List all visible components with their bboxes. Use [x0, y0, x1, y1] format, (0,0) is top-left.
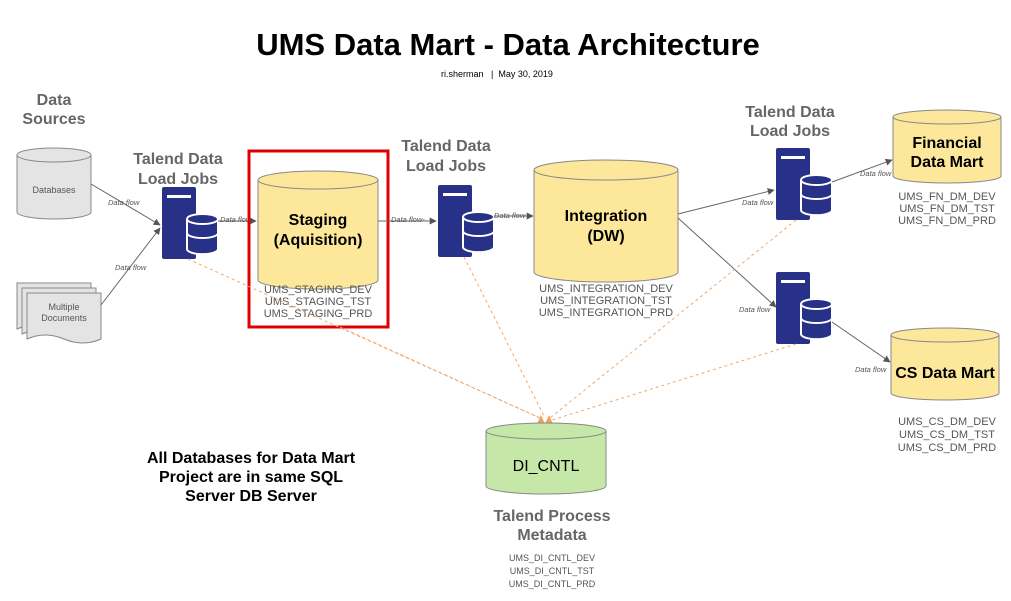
metadata-link-staging [339, 326, 541, 419]
staging-highlight-box [247, 149, 390, 329]
jobs3-heading-line2: Load Jobs [750, 123, 830, 140]
financial-label-line1: Financial [912, 135, 981, 152]
databases-source-icon [16, 147, 92, 220]
integration-database [533, 159, 679, 283]
flow-label-cs: Data flow [855, 365, 887, 374]
documents-source-icon [16, 282, 102, 344]
financial-db-name: UMS_FN_DM_PRD [898, 215, 996, 227]
financial-data-mart-database [892, 109, 1002, 184]
di-cntl-db-name: UMS_DI_CNTL_TST [510, 566, 595, 576]
staging-label-line1: Staging [289, 212, 348, 229]
flow-integration-to-cs-jobs [677, 217, 777, 308]
di-cntl-database [485, 422, 607, 495]
di-cntl-db-name: UMS_DI_CNTL_PRD [509, 579, 596, 589]
page-subtitle: ri.sherman | May 30, 2019 [441, 69, 553, 79]
metadata-link-jobs1 [187, 258, 541, 419]
jobs2-heading-line2: Load Jobs [406, 158, 486, 175]
flow-jobs-to-financial [831, 158, 893, 183]
flow-integration-to-financial-jobs [677, 188, 775, 215]
flow-label-staging: Data flow- [391, 215, 425, 224]
financial-db-name: UMS_FN_DM_TST [899, 203, 995, 215]
cs-db-name: UMS_CS_DM_TST [899, 429, 995, 441]
metadata-heading-line1: Talend Process [493, 508, 610, 525]
flow-label-financial: Data flow [860, 169, 892, 178]
page-title: UMS Data Mart - Data Architecture [256, 27, 760, 62]
di-cntl-label: DI_CNTL [513, 458, 580, 475]
documents-source-label-line1: Multiple [48, 302, 79, 312]
flow-databases-to-jobs1 [90, 183, 161, 226]
flow-label-databases: Data flow [108, 198, 140, 207]
jobs2-server-icon [438, 185, 494, 257]
sources-heading-line1: Data [37, 92, 72, 109]
metadata-link-jobs2 [463, 256, 546, 419]
financial-db-name: UMS_FN_DM_DEV [898, 191, 996, 203]
integration-db-name: UMS_INTEGRATION_PRD [539, 307, 673, 319]
flow-label-jobs1: Data flow [220, 215, 252, 224]
flow-label-integration-lower: Data flow [739, 305, 771, 314]
staging-db-name: UMS_STAGING_DEV [264, 284, 373, 296]
jobs-financial-server-icon [776, 148, 832, 220]
financial-label-line2: Data Mart [911, 154, 985, 171]
sources-heading-line2: Sources [22, 111, 85, 128]
metadata-link-jobs-cs [551, 343, 797, 421]
integration-db-name: UMS_INTEGRATION_DEV [539, 283, 673, 295]
staging-label-line2: (Aquisition) [274, 232, 363, 249]
jobs1-heading-line2: Load Jobs [138, 171, 218, 188]
metadata-connector-arrowheads [537, 415, 553, 424]
documents-source-label-line2: Documents [41, 313, 87, 323]
staging-db-name: UMS_STAGING_PRD [264, 308, 373, 320]
flow-jobs-to-cs [831, 321, 891, 363]
flow-documents-to-jobs1 [100, 227, 161, 306]
flow-label-jobs2: Data flow [494, 211, 526, 220]
integration-label-line2: (DW) [587, 228, 624, 245]
flow-label-documents: Data flow [115, 263, 147, 272]
metadata-link-jobs3 [549, 219, 797, 419]
flow-label-integration-upper: Data flow [742, 198, 774, 207]
note-line3: Server DB Server [185, 488, 317, 505]
cs-db-name: UMS_CS_DM_DEV [898, 416, 996, 428]
databases-source-label: Databases [32, 185, 76, 195]
metadata-heading-line2: Metadata [517, 527, 586, 544]
note-line1: All Databases for Data Mart [147, 450, 356, 467]
di-cntl-db-name: UMS_DI_CNTL_DEV [509, 553, 595, 563]
jobs2-heading-line1: Talend Data [401, 138, 491, 155]
cs-db-name: UMS_CS_DM_PRD [898, 442, 996, 454]
staging-database [257, 170, 379, 290]
jobs-cs-server-icon [776, 272, 832, 344]
jobs3-heading-line1: Talend Data [745, 104, 835, 121]
jobs1-server-icon [162, 187, 218, 259]
note-line2: Project are in same SQL [159, 469, 343, 486]
integration-label-line1: Integration [565, 208, 648, 225]
cs-data-mart-database [890, 327, 1000, 401]
jobs1-heading-line1: Talend Data [133, 151, 223, 168]
staging-db-name: UMS_STAGING_TST [265, 296, 371, 308]
integration-db-name: UMS_INTEGRATION_TST [540, 295, 672, 307]
cs-label: CS Data Mart [895, 365, 995, 382]
